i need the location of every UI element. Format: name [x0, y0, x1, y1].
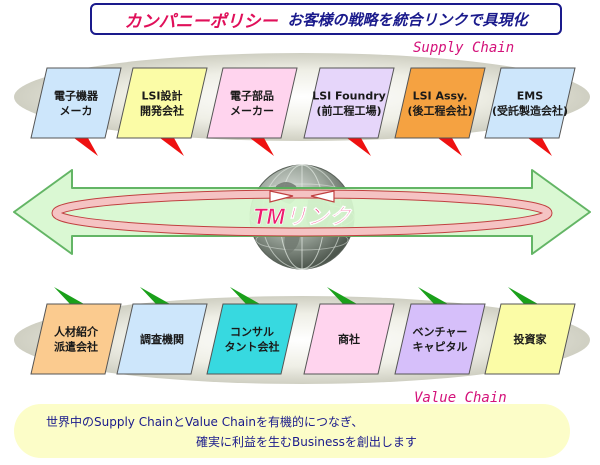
value-chain-box-4: 商社 — [303, 303, 395, 375]
value-chain-box-shape-5 — [394, 303, 486, 375]
value-chain-box-label: 調査機関 — [140, 332, 184, 346]
supply-chain-connector-3 — [250, 138, 274, 156]
value-connectors — [54, 287, 538, 304]
supply-chain-box-label: 電子部品 — [230, 89, 274, 103]
value-chain-connector-1 — [54, 287, 84, 304]
double-arrow — [13, 169, 591, 255]
value-chain-box-shape-2 — [116, 303, 208, 375]
supply-chain-box-label: メーカー — [230, 105, 274, 118]
supply-chain-box-label: メーカ — [60, 105, 93, 118]
footer-line-1: 世界中のSupply ChainとValue Chainを有機的につなぎ、 — [46, 415, 364, 429]
supply-chain-connector-1 — [74, 138, 98, 156]
footer-line-2: 確実に利益を生むBusinessを創出します — [196, 435, 417, 449]
supply-chain-connector-4 — [347, 138, 371, 156]
supply-chain-box-label: 電子機器 — [54, 89, 99, 103]
supply-chain-box-shape-1 — [30, 67, 122, 139]
value-chain-box-6: 投資家 — [484, 303, 576, 375]
supply-chain-box-shape-6 — [484, 67, 576, 139]
supply-chain-box-label: LSI設計 — [141, 89, 182, 103]
supply-chain-box-label: (後工程会社) — [407, 104, 472, 118]
value-chain-connector-6 — [508, 287, 538, 304]
value-chain-box-label: 投資家 — [514, 332, 548, 346]
supply-chain-box-shape-3 — [206, 67, 298, 139]
value-chain-connector-4 — [327, 287, 357, 304]
value-chain-box-label: 派遣会社 — [54, 340, 98, 354]
title-main: カンパニーポリシー — [124, 11, 278, 32]
value-chain-box-label: タント会社 — [225, 340, 280, 354]
value-chain-connector-2 — [140, 287, 170, 304]
supply-chain-box-label: (前工程工場) — [316, 104, 381, 118]
value-chain-box-shape-4 — [303, 303, 395, 375]
value-chain-box-label: ベンチャー — [413, 326, 468, 339]
value-chain-label: Value Chain — [414, 390, 507, 406]
value-chain-box-label: 人材紹介 — [54, 325, 99, 339]
value-chain-box-shape-3 — [206, 303, 298, 375]
footer-message: 世界中のSupply ChainとValue Chainを有機的につなぎ、 確実… — [14, 404, 570, 458]
supply-chain-box-label: LSI Assy. — [413, 90, 468, 103]
value-chain-connector-5 — [418, 287, 448, 304]
title-sub: お客様の戦略を統合リンクで具現化 — [287, 10, 528, 29]
supply-chain-label: Supply Chain — [413, 40, 515, 56]
supply-chain-box-label: LSI Foundry — [312, 90, 386, 103]
supply-chain-box-shape-4 — [303, 67, 395, 139]
supply-chain-box-label: 開発会社 — [140, 104, 184, 118]
supply-chain-box-4: LSI Foundry(前工程工場) — [303, 67, 395, 139]
value-chain-box-label: コンサル — [230, 326, 274, 339]
supply-chain-connector-2 — [160, 138, 184, 156]
value-chain-box-label: キャピタル — [413, 341, 468, 354]
ring-direction-arrows — [269, 190, 335, 203]
supply-chain-box-shape-2 — [116, 67, 208, 139]
value-chain-connector-3 — [230, 287, 260, 304]
value-chain-box-label: 商社 — [338, 332, 360, 346]
supply-chain-box-shape-5 — [394, 67, 486, 139]
value-chain-box-2: 調査機関 — [116, 303, 208, 375]
value-chain-box-shape-6 — [484, 303, 576, 375]
supply-chain-box-6: EMS(受託製造会社) — [484, 67, 576, 139]
supply-connectors — [74, 138, 552, 156]
supply-chain-box-5: LSI Assy.(後工程会社) — [394, 67, 486, 139]
supply-chain-box-label: (受託製造会社) — [492, 104, 568, 118]
value-chain-box-shape-1 — [30, 303, 122, 375]
supply-chain-connector-5 — [438, 138, 462, 156]
title-banner: カンパニーポリシー お客様の戦略を統合リンクで具現化 — [90, 3, 562, 35]
supply-chain-box-label: EMS — [517, 90, 543, 103]
supply-chain-connector-6 — [528, 138, 552, 156]
tm-link-label: TMリンク — [253, 204, 353, 229]
